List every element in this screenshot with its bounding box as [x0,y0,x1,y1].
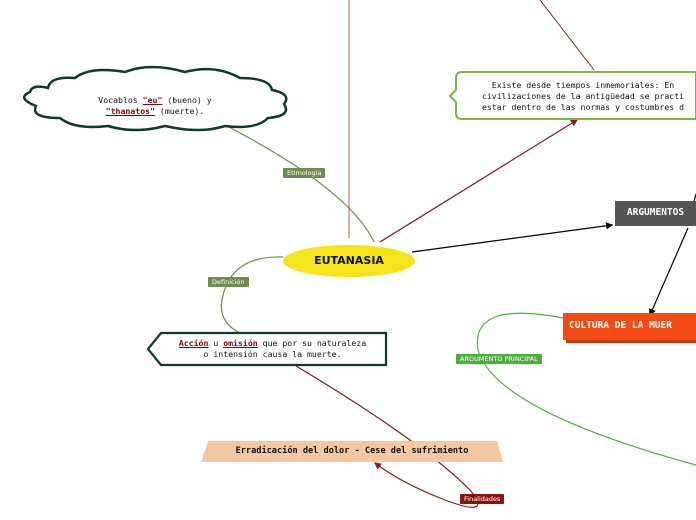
historia-line-3: estar dentro de las normas y costumbres … [481,102,685,112]
argumentos-label: ARGUMENTOS [626,207,685,218]
definicion-line-2: o intensión causa la muerte. [203,349,342,359]
cultura-label: CULTURA DE LA MUER [569,320,672,331]
connector-argumentos [411,222,614,253]
connector-etimologia [224,124,375,243]
etimologia-cloud[interactable] [23,65,288,132]
central-node[interactable] [283,245,415,277]
connector-historia [379,119,579,243]
connector-definicion [220,256,284,334]
cultura-node[interactable] [563,313,696,340]
definicion-word-accion: Acción [178,338,209,348]
finalidades-node[interactable] [201,441,503,462]
argumento-principal-label[interactable]: ARGUMENTO PRINCIPAL [456,354,542,364]
definicion-mid: u [208,338,224,348]
connector-finalidades [295,365,479,508]
etimologia-branch-label[interactable]: Etimología [283,168,326,178]
etimologia-mid: (bueno) y [162,95,212,105]
historia-text: Existe desde tiempos inmemoriales: En ci… [470,80,696,113]
definicion-text: Acción u omisión que por su naturaleza o… [160,338,385,360]
historia-node[interactable] [448,71,696,120]
etimologia-word-eu: "eu" [142,95,163,105]
central-label: EUTANASIA [314,254,384,267]
definicion-rest: que por su naturaleza [257,338,367,348]
connector-argumentos-cultura [649,227,689,317]
historia-line-2: civilizaciones de la antigüedad se pract… [481,91,685,101]
etimologia-prefix: Vocablos [98,95,143,105]
historia-line-1: Existe desde tiempos inmemoriales: En [491,80,675,90]
definicion-word-omision: omisión [223,338,258,348]
etimologia-word-thanatos: "thanatos" [105,106,155,116]
finalidades-label: Erradicación del dolor - Cese del sufrim… [235,446,469,456]
etimologia-text: Vocablos "eu" (bueno) y "thanatos" (muer… [60,95,250,117]
connector-top-darkred [539,0,595,71]
etimologia-suffix: (muerte). [155,106,205,116]
definicion-branch-label[interactable]: Definición [208,277,249,287]
finalidades-branch-label[interactable]: Finalidades [460,494,505,504]
argumentos-node[interactable] [615,201,696,226]
definicion-node[interactable] [146,331,388,367]
